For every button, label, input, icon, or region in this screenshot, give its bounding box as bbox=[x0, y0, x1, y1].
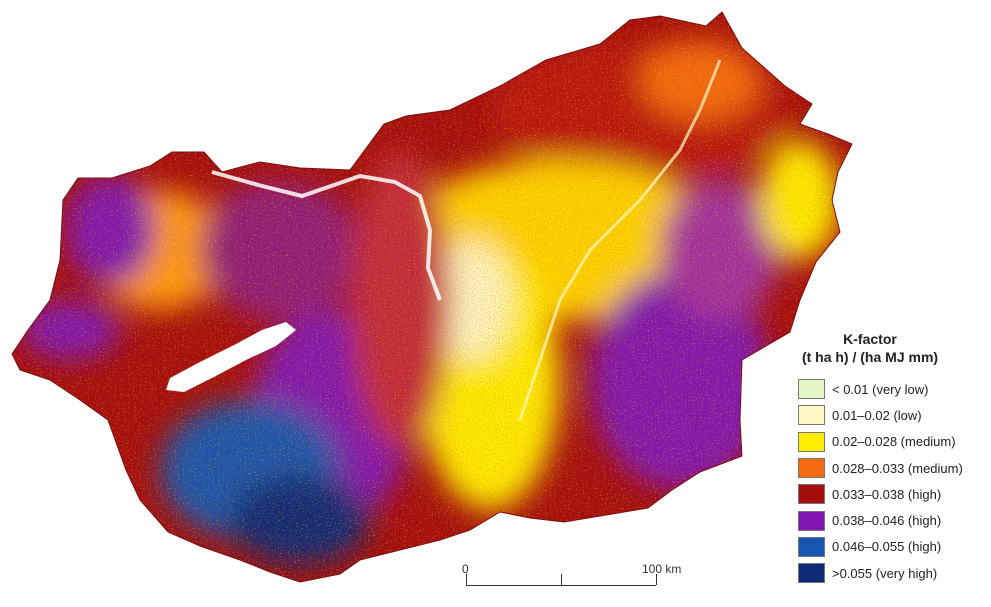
legend-item: >0.055 (very high) bbox=[790, 560, 990, 586]
legend-label: < 0.01 (very low) bbox=[832, 381, 929, 397]
legend-label: 0.046–0.055 (high) bbox=[832, 539, 942, 555]
scale-bar-tick-end bbox=[656, 574, 657, 585]
legend-swatch bbox=[798, 510, 825, 531]
legend-item: 0.02–0.028 (medium) bbox=[790, 429, 990, 455]
legend-label: 0.01–0.02 (low) bbox=[832, 407, 922, 423]
lake-balaton bbox=[166, 322, 296, 392]
legend-items: < 0.01 (very low) 0.01–0.02 (low) 0.02–0.0… bbox=[790, 376, 990, 586]
river-danube bbox=[211, 170, 442, 301]
legend-title: K-factor (t ha h) / (ha MJ mm) bbox=[790, 330, 950, 366]
legend-label: >0.055 (very high) bbox=[832, 565, 938, 581]
legend-swatch bbox=[798, 563, 825, 584]
legend-label: 0.02–0.028 (medium) bbox=[832, 434, 956, 450]
legend-label: 0.038–0.046 (high) bbox=[832, 513, 942, 529]
legend-label: 0.033–0.038 (high) bbox=[832, 486, 942, 502]
legend-item: < 0.01 (very low) bbox=[790, 376, 990, 402]
legend-swatch bbox=[798, 458, 825, 479]
scale-label-start: 0 bbox=[462, 562, 469, 576]
scale-bar-line bbox=[466, 585, 656, 586]
legend-item: 0.028–0.033 (medium) bbox=[790, 455, 990, 481]
legend-title-unit: (t ha h) / (ha MJ mm) bbox=[801, 349, 939, 365]
legend-swatch bbox=[798, 536, 825, 557]
legend-swatch bbox=[798, 405, 825, 426]
scale-bar-tick-mid bbox=[561, 574, 562, 585]
legend-swatch bbox=[798, 431, 825, 452]
legend-item: 0.038–0.046 (high) bbox=[790, 507, 990, 533]
legend-item: 0.046–0.055 (high) bbox=[790, 534, 990, 560]
legend: K-factor (t ha h) / (ha MJ mm) < 0.01 (v… bbox=[790, 330, 990, 586]
legend-item: 0.01–0.02 (low) bbox=[790, 402, 990, 428]
legend-swatch bbox=[798, 379, 825, 400]
legend-swatch bbox=[798, 484, 825, 505]
scale-bar: 0 100 km bbox=[462, 562, 681, 590]
legend-item: 0.033–0.038 (high) bbox=[790, 481, 990, 507]
river-tisza bbox=[518, 59, 722, 421]
legend-label: 0.028–0.033 (medium) bbox=[832, 460, 963, 476]
scale-label-end: 100 km bbox=[642, 562, 682, 576]
legend-title-name: K-factor bbox=[843, 331, 897, 347]
scale-bar-tick-start bbox=[466, 574, 467, 585]
